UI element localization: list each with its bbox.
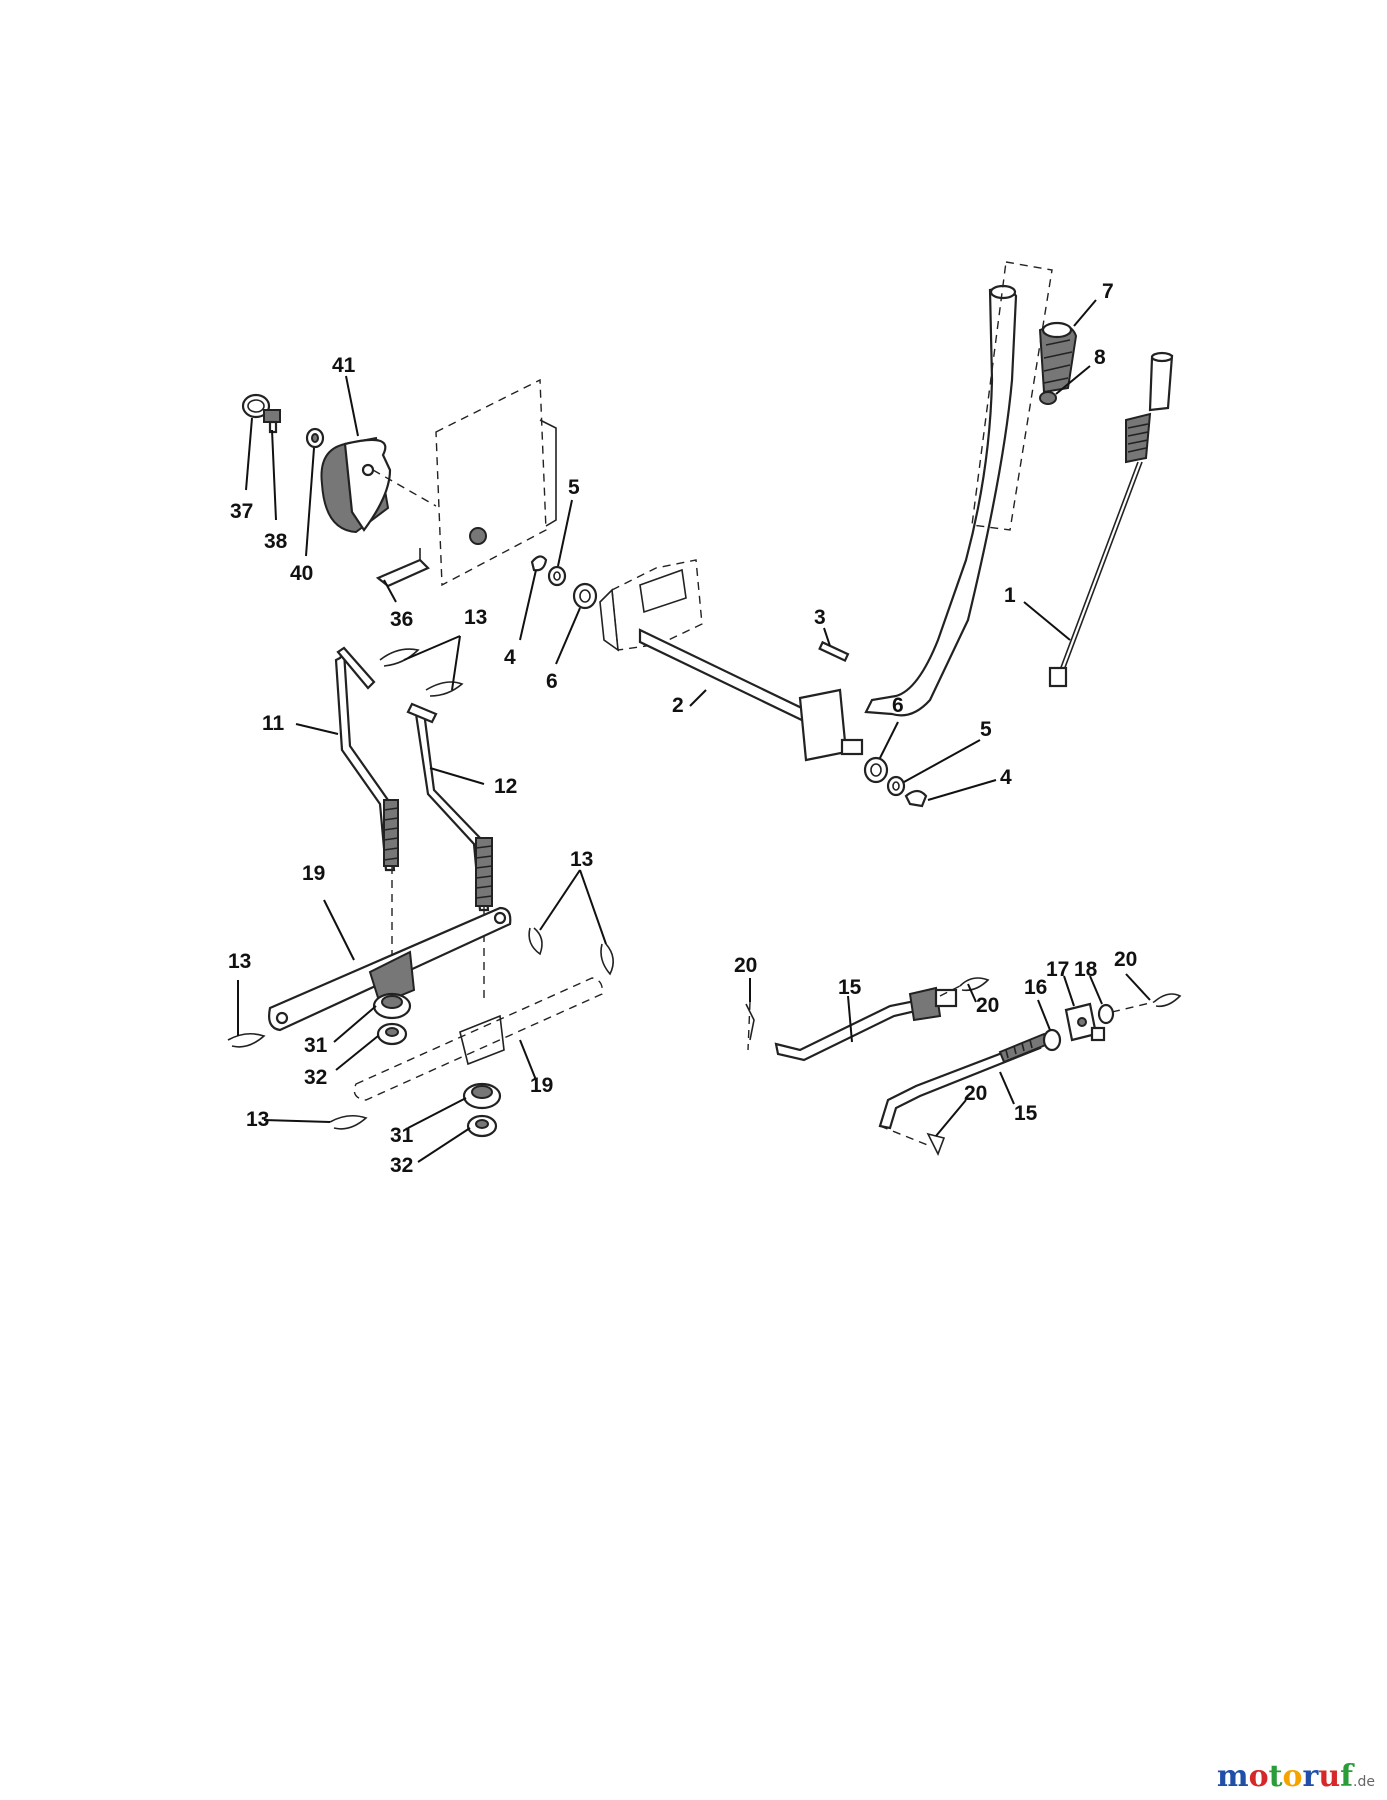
wm-letter: o [1282, 1759, 1303, 1794]
callout-7: 7 [1102, 280, 1114, 303]
callout-18: 18 [1074, 958, 1098, 981]
callout-36: 36 [390, 608, 413, 631]
callout-8: 8 [1094, 346, 1106, 369]
callout-13-mid: 13 [570, 848, 593, 871]
ring-part-37 [241, 393, 271, 419]
callout-38: 38 [264, 530, 288, 553]
grip-part-7 [1038, 321, 1078, 394]
wm-letter: t [1268, 1759, 1283, 1794]
callout-41: 41 [332, 354, 356, 377]
callout-11: 11 [262, 712, 285, 735]
hairpin-clip-part-13-lower [329, 1114, 368, 1130]
hairpin-clip-part-13-top-b [425, 681, 464, 697]
callout-13-lower: 13 [246, 1108, 269, 1131]
callout-19-lower: 19 [530, 1074, 553, 1097]
callout-15-upper: 15 [838, 976, 862, 999]
callout-17: 17 [1046, 958, 1069, 981]
bushing-part-6-right [863, 756, 889, 784]
callout-31-lower: 31 [390, 1124, 414, 1147]
bushing-part-31-upper [372, 992, 412, 1020]
main-lever [864, 261, 1053, 717]
clip-part-20-far-right [1111, 993, 1182, 1013]
pin-part-3 [818, 640, 850, 663]
bushing-part-31-lower [462, 1082, 502, 1110]
screw-part-38 [263, 409, 281, 434]
callout-4-upper: 4 [504, 646, 516, 669]
lift-arm-part-19-upper [268, 906, 512, 1032]
washer-part-5-right [886, 775, 906, 797]
control-plate [435, 378, 557, 587]
callout-12: 12 [494, 775, 517, 798]
nut-part-32-lower [466, 1114, 498, 1138]
callout-15-lower: 15 [1014, 1102, 1038, 1125]
rod-part-15-lower [878, 1032, 1050, 1147]
callout-3: 3 [814, 606, 826, 629]
wm-letter: r [1302, 1759, 1319, 1794]
block-part-17 [1064, 1002, 1098, 1042]
wm-letter: f [1340, 1759, 1354, 1794]
lift-link-part-12 [406, 702, 493, 1000]
wm-letter: u [1318, 1759, 1341, 1794]
wm-suffix: .de [1353, 1774, 1375, 1790]
callout-20-right: 20 [1114, 948, 1137, 971]
callout-20-upper: 20 [976, 994, 999, 1017]
lift-link-part-11 [334, 646, 399, 965]
callout-5-upper: 5 [568, 476, 580, 499]
callout-5-lower: 5 [980, 718, 992, 741]
rod-part-15-upper [745, 986, 958, 1062]
nut-part-18 [1090, 1003, 1115, 1042]
callout-32-lower: 32 [390, 1154, 413, 1177]
leader-lines [237, 299, 1151, 1163]
callout-16: 16 [1024, 976, 1047, 999]
callout-19-upper: 19 [302, 862, 325, 885]
clip-part-20-lower [926, 1132, 946, 1156]
shaft-part-2 [599, 559, 864, 762]
washer-part-5-left [547, 565, 567, 587]
lift-arm-part-19-lower [353, 977, 603, 1101]
bushing-part-6-left [572, 582, 598, 610]
wm-letter: m [1216, 1759, 1249, 1794]
hairpin-clip-part-13-left [227, 1032, 266, 1048]
nut-part-32-upper [376, 1022, 408, 1046]
washer-part-16 [1042, 1028, 1062, 1052]
callout-labels: 41 37 38 40 36 5 4 6 13 11 12 2 3 7 8 1 … [228, 280, 1137, 1177]
callout-20-left: 20 [734, 954, 757, 977]
callout-31-upper: 31 [304, 1034, 328, 1057]
callout-13-left: 13 [228, 950, 251, 973]
callout-4-lower: 4 [1000, 766, 1012, 789]
callout-2: 2 [672, 694, 684, 717]
knob-part-41 [320, 436, 437, 534]
callout-6-lower: 6 [892, 694, 904, 717]
callout-20-lower: 20 [964, 1082, 987, 1105]
callout-6-upper: 6 [546, 670, 558, 693]
cap-part-8 [1039, 391, 1057, 405]
hairpin-clip-part-13-top-a [379, 648, 420, 667]
callout-13-top: 13 [464, 606, 487, 629]
motoruf-watermark: motoruf.de [1217, 1759, 1375, 1794]
washer-part-40 [305, 427, 325, 449]
retainer-part-4-left [530, 555, 548, 572]
wm-letter: o [1248, 1759, 1269, 1794]
callout-40: 40 [290, 562, 313, 585]
hairpin-clip-part-13-mid-b [600, 943, 614, 976]
rod-part-1 [1048, 351, 1174, 688]
hairpin-clip-part-13-mid-a [528, 927, 543, 956]
callout-32-upper: 32 [304, 1066, 327, 1089]
callout-37: 37 [230, 500, 253, 523]
callout-1: 1 [1004, 584, 1016, 607]
retainer-part-4-right [904, 789, 928, 808]
spring-clip-part-36 [375, 548, 430, 588]
